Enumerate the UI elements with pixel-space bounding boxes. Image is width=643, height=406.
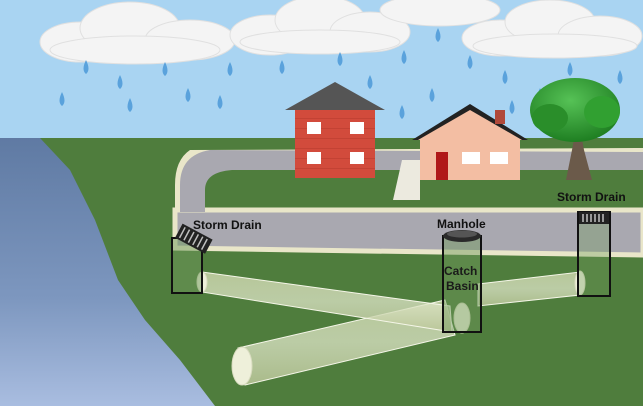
label-manhole: Manhole [437,217,486,231]
driveway [393,160,420,200]
storm-drain-grate-icon [579,212,609,224]
storm-drain-grate-icon [175,223,213,254]
cloud-icon [229,0,411,56]
water [0,138,215,406]
manhole-icon [442,230,482,333]
cloud-icon [461,0,643,59]
cloud-icon [39,1,236,65]
label-storm-drain-left: Storm Drain [193,218,262,232]
cloud-icon [379,0,501,27]
house-icon [412,104,528,180]
storm-drain-right [577,211,611,297]
road [172,207,643,258]
label-catch-basin-1: Catch [444,264,477,278]
storm-drain-left [171,223,213,294]
brick-house-icon [285,82,385,178]
label-storm-drain-right: Storm Drain [557,190,626,204]
tree-icon [530,78,620,180]
label-catch-basin-2: Basin [446,279,479,293]
